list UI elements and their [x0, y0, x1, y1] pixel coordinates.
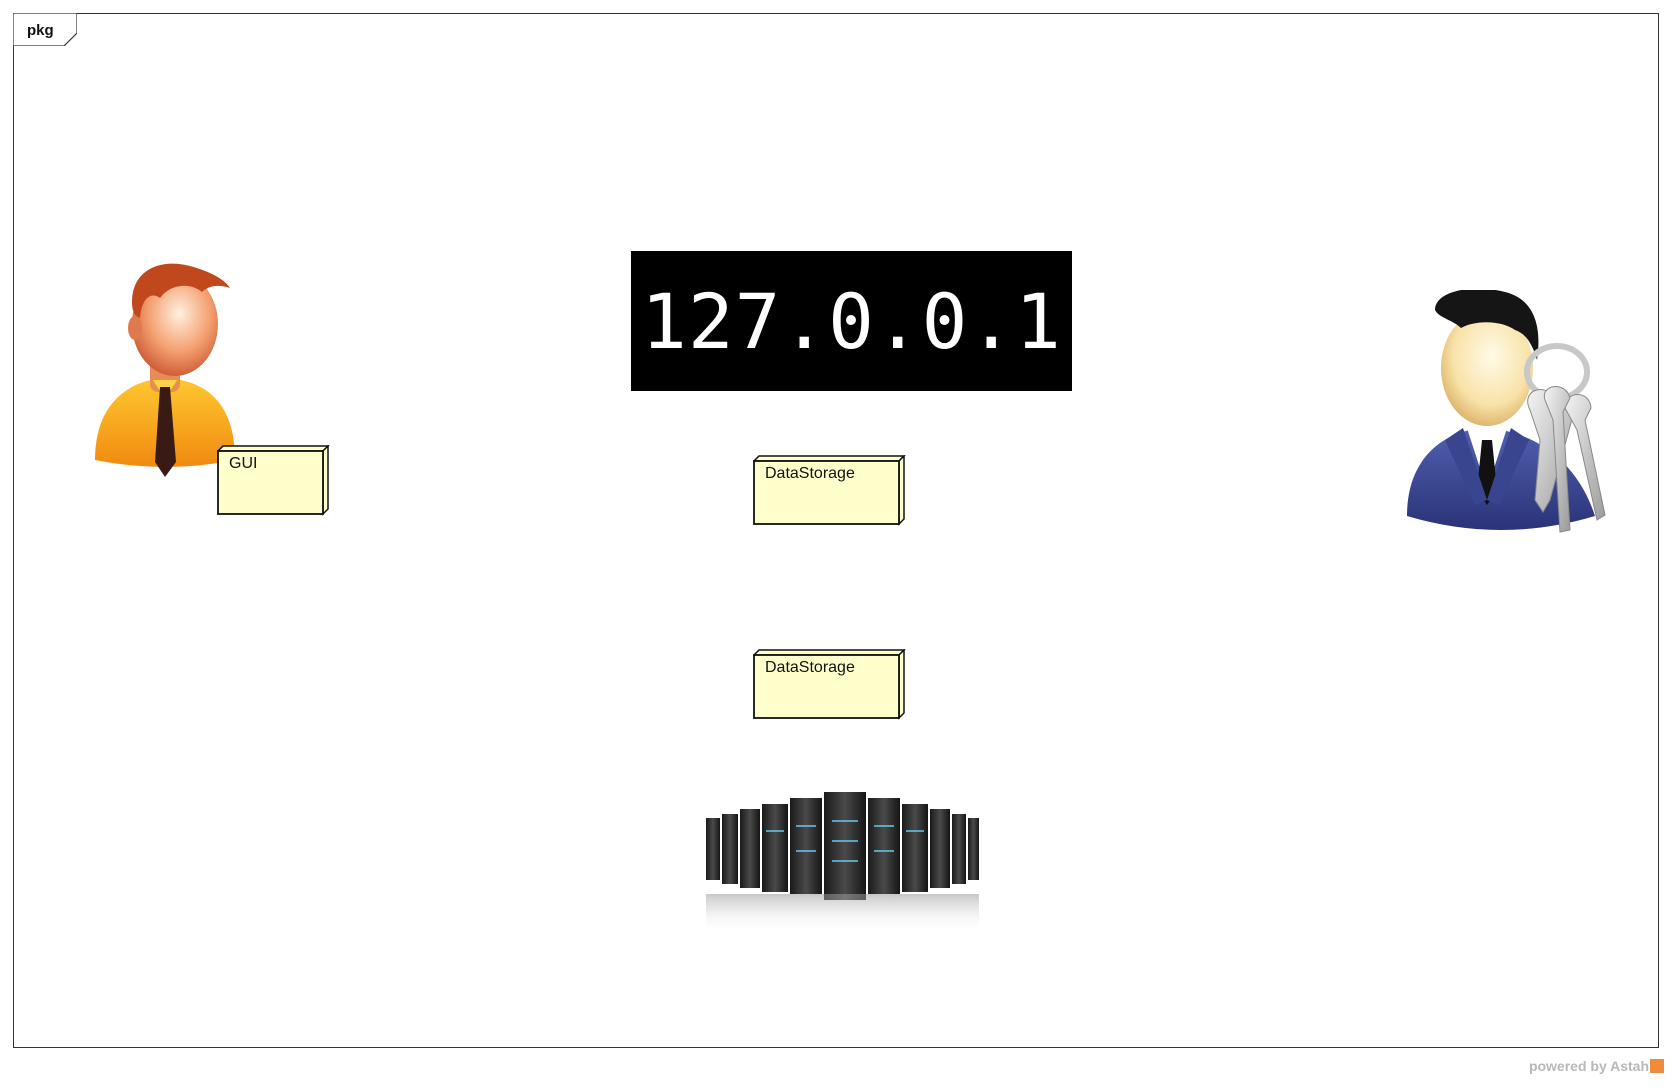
powered-by-footer: powered by Astah: [1529, 1058, 1664, 1074]
ip-address-banner: 127.0.0.1: [631, 251, 1072, 391]
package-tab-label: pkg: [27, 22, 54, 39]
package-frame: [13, 13, 1659, 1048]
datastorage-node-label: DataStorage: [765, 659, 855, 676]
datastorage-node[interactable]: DataStorage: [753, 455, 906, 526]
datastorage-node[interactable]: DataStorage: [753, 649, 906, 720]
footer-text: powered by Astah: [1528, 1058, 1649, 1074]
datastorage-node-label: DataStorage: [765, 465, 855, 482]
package-tab: pkg: [12, 12, 78, 47]
server-rack-icon: [704, 790, 980, 940]
user-icon: [90, 262, 240, 482]
ip-address-text: 127.0.0.1: [641, 276, 1062, 366]
admin-with-keys-icon: [1405, 288, 1615, 545]
astah-logo-icon: [1650, 1059, 1664, 1073]
gui-node-label: GUI: [229, 455, 258, 472]
gui-node[interactable]: GUI: [217, 445, 330, 516]
